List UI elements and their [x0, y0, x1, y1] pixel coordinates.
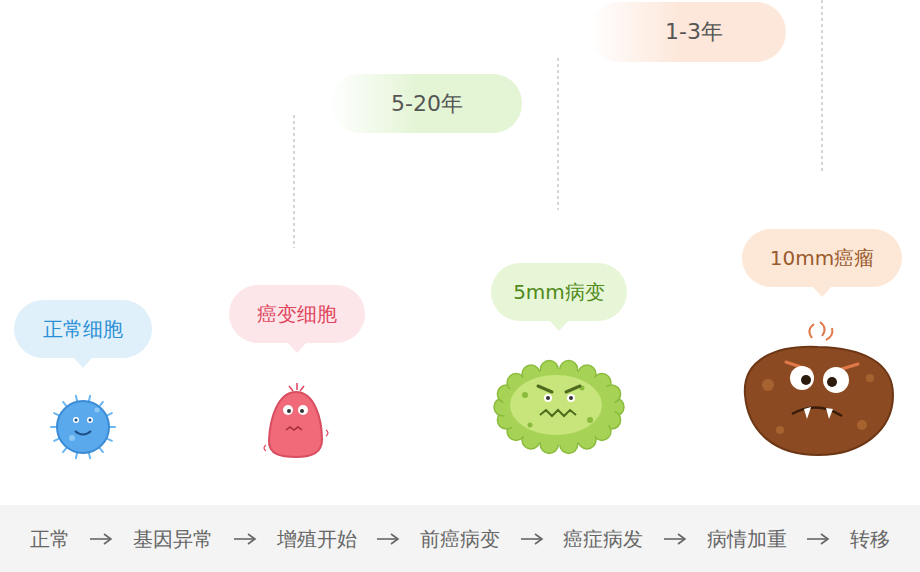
node-label: 5-20年 [391, 91, 463, 117]
normal-cell [51, 396, 115, 458]
bubble-tail [73, 357, 93, 368]
stage-label: 前癌病变 [420, 527, 500, 551]
pill-ground [590, 2, 786, 62]
bubble-tail [287, 342, 307, 353]
pill-ground [330, 74, 522, 133]
bubble-tail [549, 320, 569, 331]
flow-arrow [806, 532, 830, 546]
cell-bubble: 5mm病变 [491, 263, 627, 321]
node-label: 正常细胞 [43, 317, 123, 341]
stage-label: 基因异常 [133, 527, 213, 551]
stage-label: 癌症病发 [563, 527, 643, 551]
flow-arrow [520, 532, 544, 546]
cell-bubble: 癌变细胞 [229, 285, 365, 343]
cell-bubble: 10mm癌瘤 [742, 229, 902, 287]
band-ground [0, 505, 920, 572]
flow-arrow [233, 532, 257, 546]
stage-label: 增殖开始 [277, 527, 357, 551]
node-label: 1-3年 [665, 19, 723, 45]
flow-arrow [663, 532, 687, 546]
bubble-tail [812, 286, 832, 297]
time-pill: 1-3年 [619, 2, 769, 62]
stage-label: 正常 [30, 527, 70, 551]
cell-bubble: 正常细胞 [14, 300, 152, 358]
tumor-cell [745, 322, 893, 455]
node-label: 癌变细胞 [257, 302, 337, 326]
lesion-cell [494, 361, 624, 454]
dotted-markers [294, 0, 822, 248]
stage-band: 正常 基因异常 增殖开始 前癌病变 癌症病发 病情加重 转移 [0, 505, 920, 572]
node-label: 10mm癌瘤 [770, 246, 874, 270]
flow-arrow [376, 532, 400, 546]
flow-arrow [89, 532, 113, 546]
cancer-cell [264, 383, 328, 457]
time-pill: 5-20年 [352, 75, 502, 134]
stage-label: 病情加重 [707, 527, 787, 551]
stage-label: 转移 [850, 527, 890, 551]
node-label: 5mm病变 [513, 280, 605, 304]
